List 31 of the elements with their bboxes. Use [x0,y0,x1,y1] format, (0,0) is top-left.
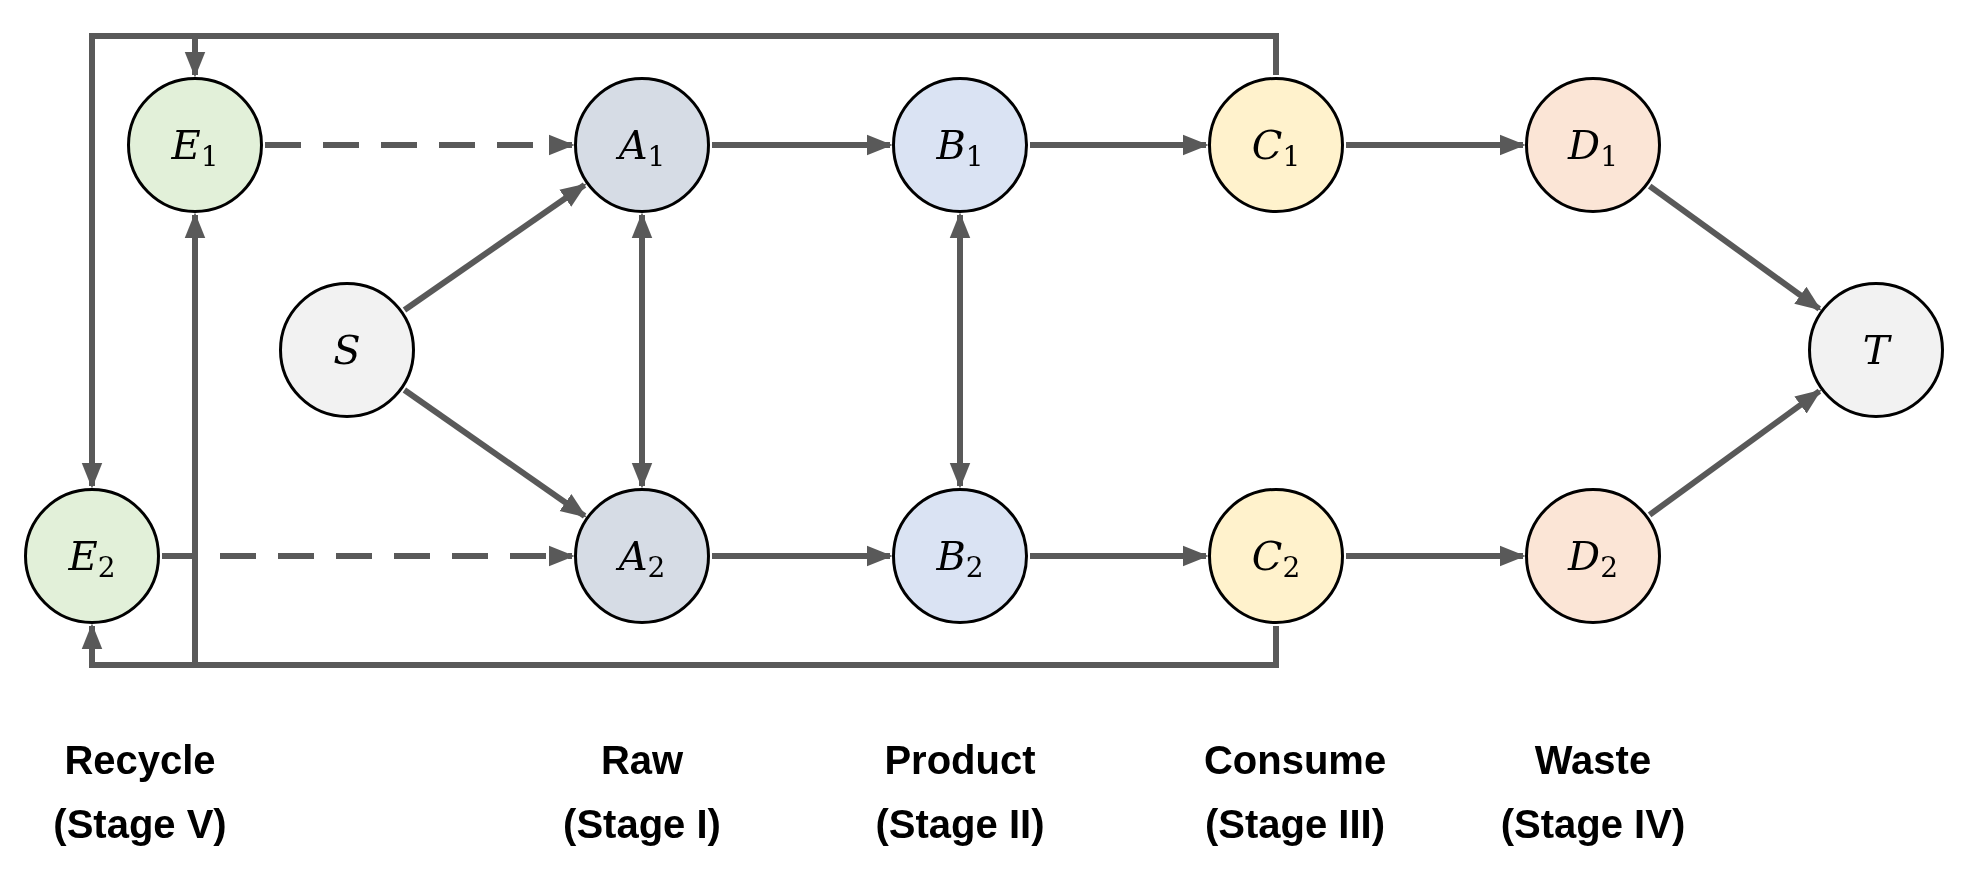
node-label: C$_{2}$ [1251,536,1301,576]
node-label: E$_{2}$ [68,536,116,576]
arrow [184,212,1279,668]
arrow [1346,134,1526,156]
node-label: S [333,330,361,370]
arrow [265,134,575,156]
arrow [402,387,587,519]
arrow [81,33,1279,489]
arrow [1647,388,1822,518]
node-label: D$_{1}$ [1568,125,1618,165]
arrow [162,545,575,567]
stage-label: Waste (Stage IV) [1499,737,1687,848]
stage-label: Recycle (Stage V) [52,737,228,848]
stage-label: Product (Stage II) [874,737,1046,848]
arrow [1030,545,1209,567]
node-label: C$_{1}$ [1251,125,1301,165]
arrow [1647,183,1822,312]
arrow [949,212,971,489]
arrow [712,134,893,156]
node-label: B$_{1}$ [936,125,984,165]
node-label: D$_{2}$ [1568,536,1618,576]
arrow [1346,545,1526,567]
node-label: E$_{1}$ [171,125,219,165]
stage-label: Raw (Stage I) [562,737,722,848]
stage-label: Consume (Stage III) [1202,737,1388,848]
arrow [631,212,653,489]
node-label: B$_{2}$ [936,536,984,576]
arrow [712,545,893,567]
arrow [1030,134,1209,156]
arrow [402,182,587,313]
node-label: T [1862,330,1890,370]
